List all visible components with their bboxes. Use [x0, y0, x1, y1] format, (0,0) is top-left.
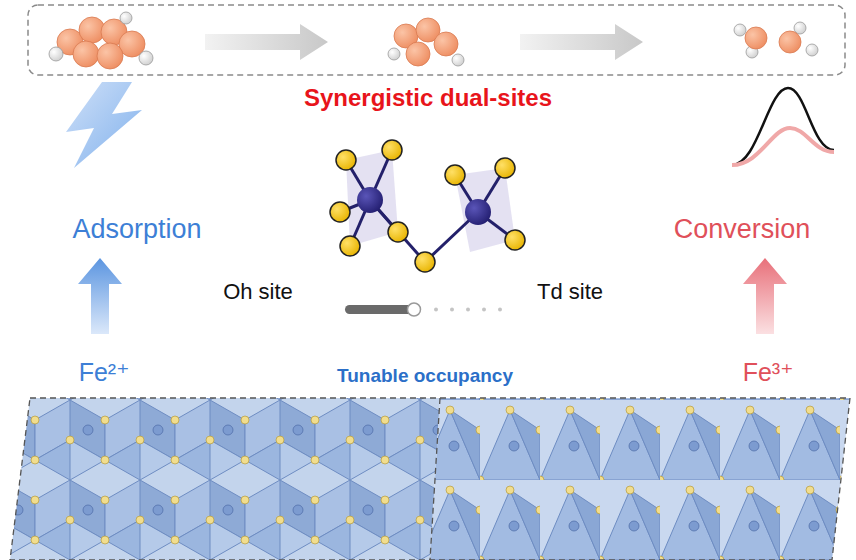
site-label: Oh site	[223, 279, 293, 304]
process-label: Conversion	[674, 214, 811, 245]
ion-label: Fe³⁺	[743, 358, 794, 387]
site-label: Td site	[537, 279, 603, 304]
figure-heading: Synergistic dual-sites	[304, 84, 552, 112]
ion-label: Fe²⁺	[79, 358, 130, 387]
process-label: Adsorption	[72, 214, 201, 245]
slider-caption: Tunable occupancy	[337, 365, 513, 387]
